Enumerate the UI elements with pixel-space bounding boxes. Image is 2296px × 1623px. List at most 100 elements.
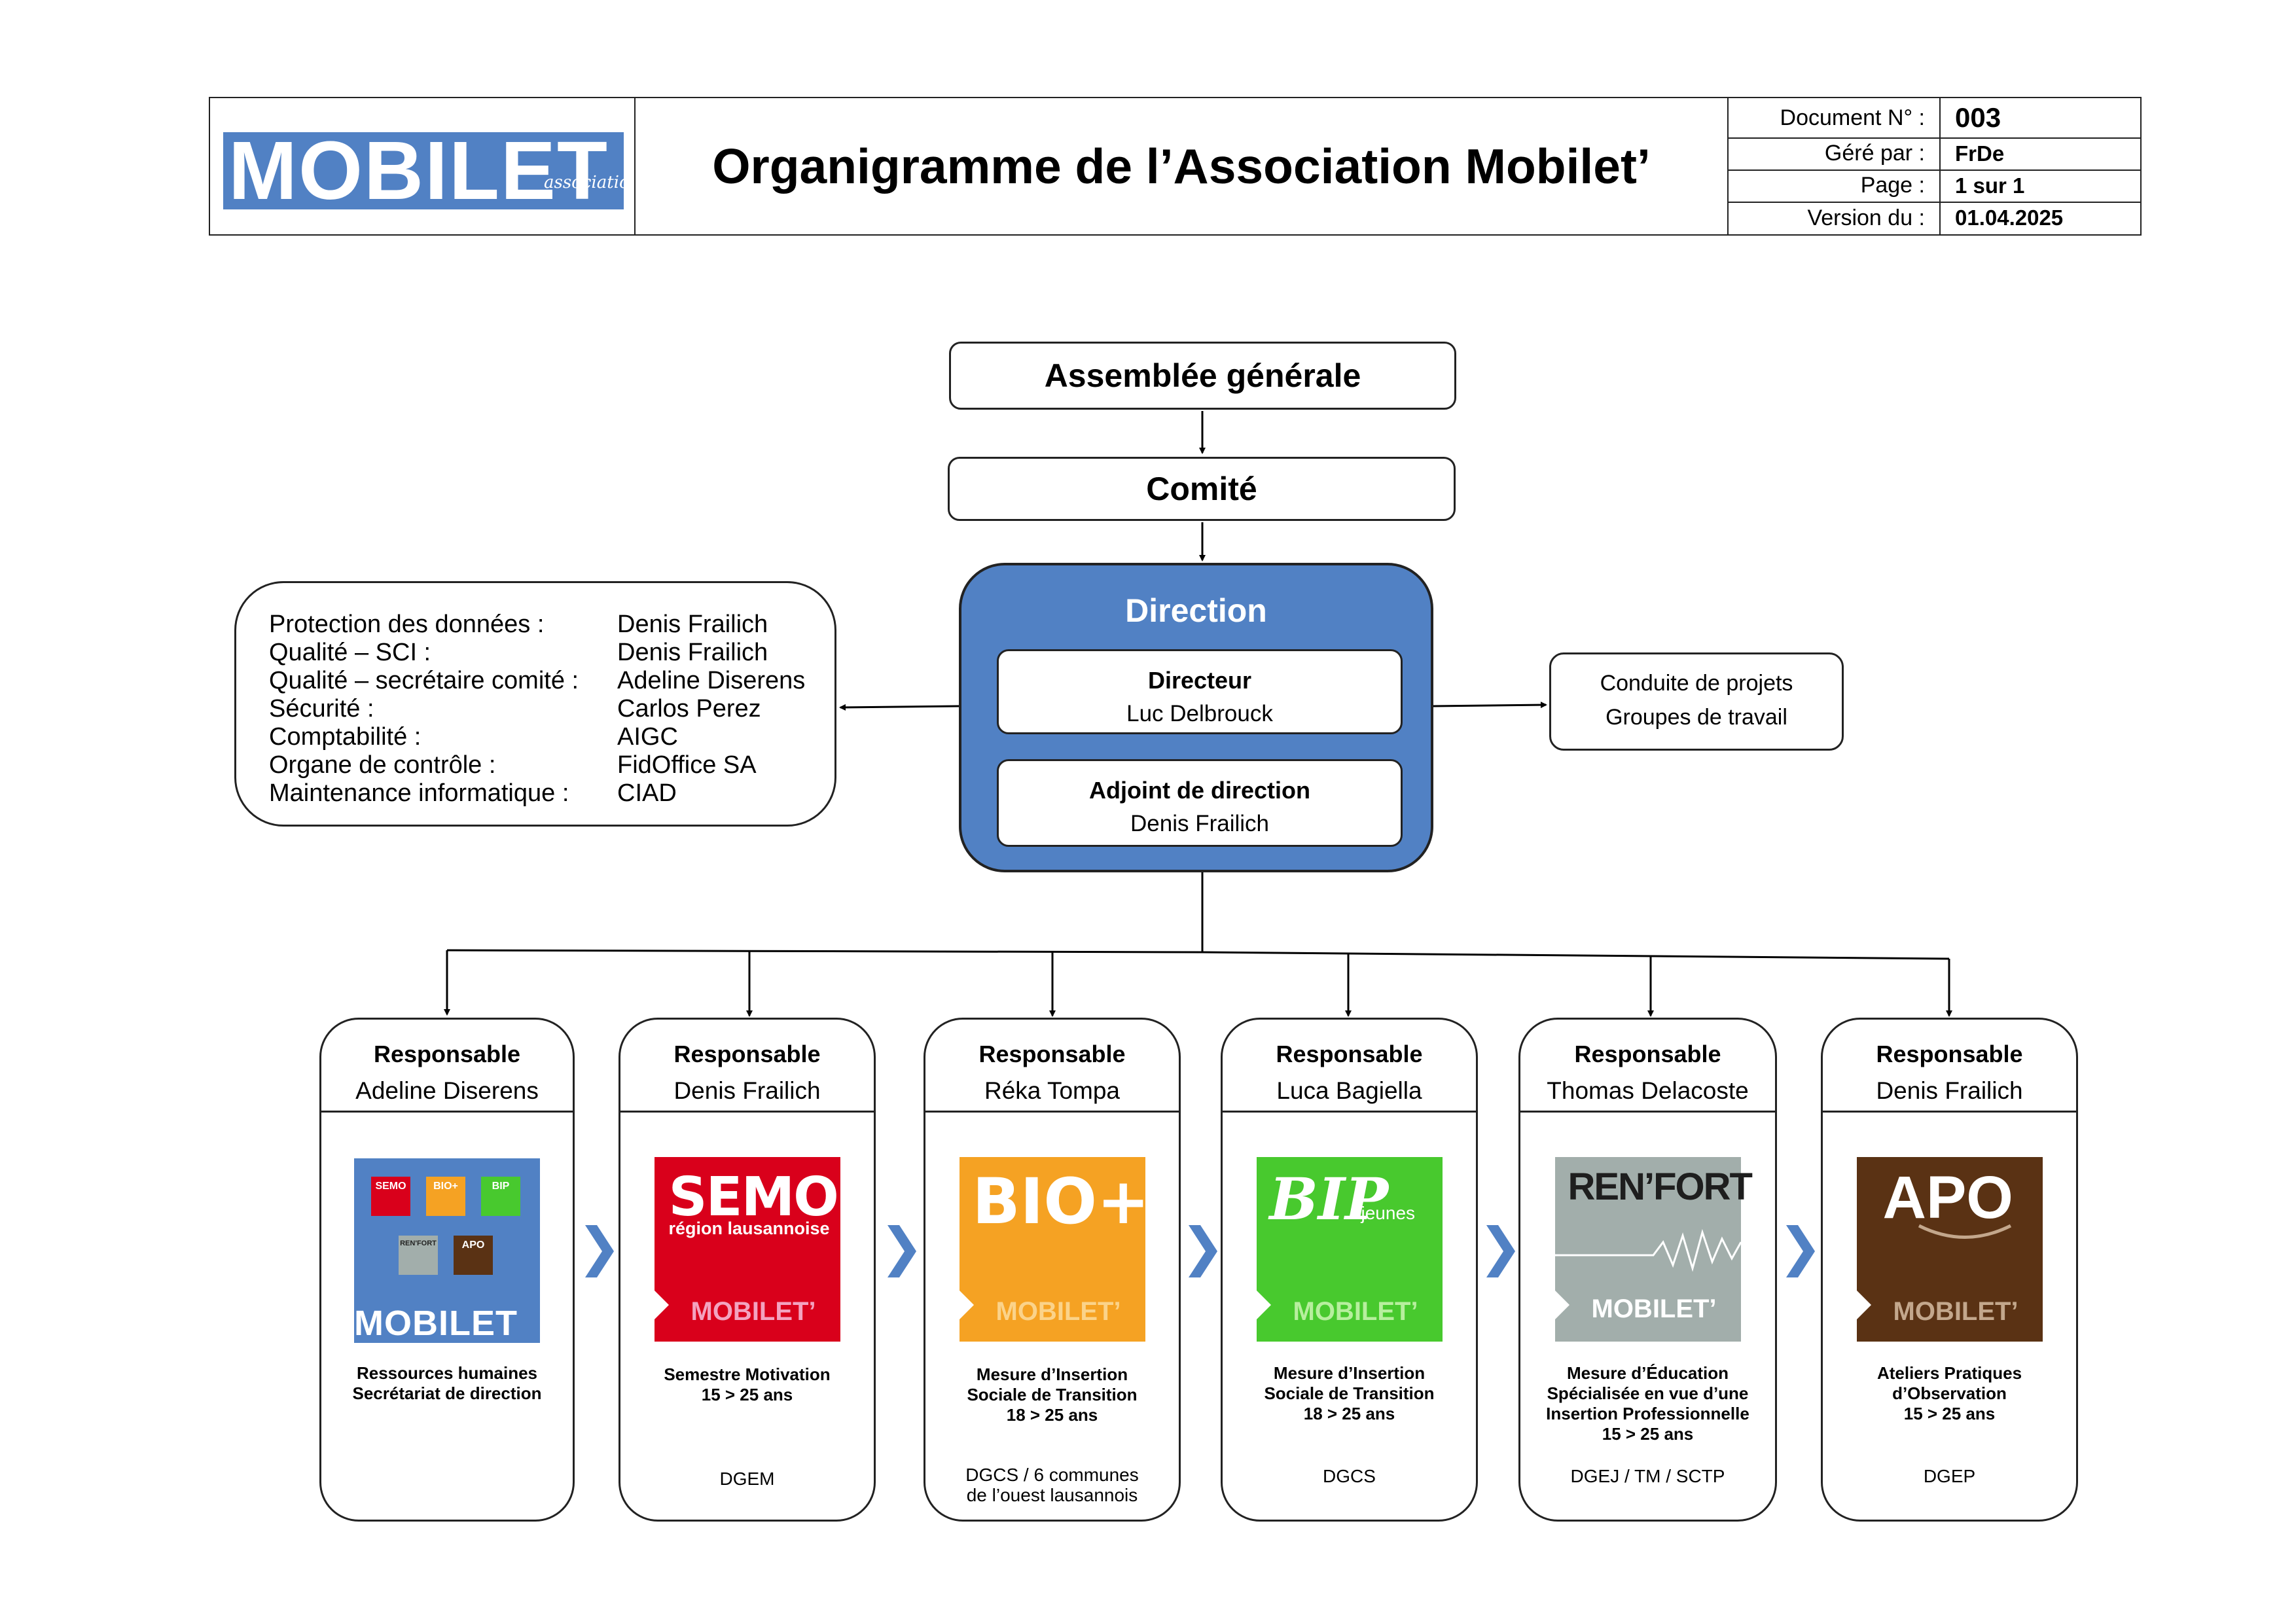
director-box: Directeur Luc Delbrouck <box>997 649 1403 734</box>
support-functions-box: Protection des données : Denis Frailich … <box>234 581 836 827</box>
renfort-logo: REN’FORT MOBILET’ <box>1554 1157 1753 1342</box>
mini-logo-semo: SEMO <box>371 1177 410 1216</box>
department-card-semo: Responsable Denis Frailich SEMO région l… <box>619 1018 876 1522</box>
chevron-right-icon <box>1486 1225 1515 1277</box>
arrow-direction-support <box>839 704 960 711</box>
director-name: Luc Delbrouck <box>1126 701 1273 726</box>
card-description: Ateliers Pratiques d’Observation 15 > 25… <box>1876 1363 2022 1423</box>
apo-logo: APO MOBILET’ <box>1856 1157 2043 1342</box>
card-funding: DGEM <box>719 1469 775 1489</box>
bip-logo: BIP jeunes MOBILET’ <box>1256 1157 1443 1342</box>
header-logo-cell: MOBILET association <box>210 98 636 234</box>
arrow-direction-projects <box>1433 702 1547 709</box>
card-role: Responsable <box>1876 1041 2023 1067</box>
card-person: Thomas Delacoste <box>1547 1077 1749 1104</box>
meta-label: Géré par : <box>1729 137 1941 169</box>
support-value: Adeline Diserens <box>617 667 806 694</box>
semo-brand: MOBILET’ <box>691 1297 816 1326</box>
direction-box: Direction Directeur Luc Delbrouck Adjoin… <box>959 563 1433 872</box>
support-label: Organe de contrôle : <box>269 751 496 779</box>
bip-logo-title: BIP <box>1269 1165 1389 1233</box>
support-value: Denis Frailich <box>617 611 768 638</box>
support-value: FidOffice SA <box>617 751 757 779</box>
line-horizontal-bus <box>446 949 1950 960</box>
support-label: Qualité – secrétaire comité : <box>269 667 579 694</box>
meta-label: Version du : <box>1729 202 1941 234</box>
document-header: MOBILET association Organigramme de l’As… <box>209 97 2142 236</box>
card-role: Responsable <box>1276 1041 1423 1067</box>
projects-line: Groupes de travail <box>1605 705 1787 730</box>
mobilet-logo-text: MOBILET <box>228 132 609 209</box>
chevron-right-icon <box>1786 1225 1815 1277</box>
committee-box: Comité <box>948 457 1456 521</box>
card-person: Adeline Diserens <box>355 1077 539 1104</box>
card-person: Luca Bagiella <box>1276 1077 1422 1104</box>
support-label: Comptabilité : <box>269 723 422 751</box>
mobilet-logo-subtext: association <box>544 173 624 192</box>
meta-value: 003 <box>1955 102 2001 133</box>
mini-logo-apo: APO <box>454 1236 493 1275</box>
chevron-right-icon <box>888 1225 916 1277</box>
card-funding: DGCS <box>1323 1466 1376 1486</box>
smile-icon <box>1918 1224 2011 1239</box>
support-value: CIAD <box>617 779 677 807</box>
deputy-title: Adjoint de direction <box>1089 777 1310 804</box>
mini-logo-bip: BIP <box>481 1177 520 1216</box>
support-label: Sécurité : <box>269 695 374 722</box>
brand-notch <box>654 1291 669 1319</box>
department-card-hr: Responsable Adeline Diserens SEMO BIO+ B… <box>319 1018 575 1522</box>
heartbeat-icon <box>1554 1228 1741 1272</box>
meta-value: 1 sur 1 <box>1955 173 2025 198</box>
card-person: Réka Tompa <box>984 1077 1121 1104</box>
deputy-name: Denis Frailich <box>1130 811 1269 836</box>
semo-logo-title: SEMO <box>668 1166 839 1228</box>
chevron-right-icon <box>1189 1225 1217 1277</box>
meta-row-document: Document N° : 003 <box>1729 98 2140 139</box>
support-value: Denis Frailich <box>617 639 768 666</box>
card-funding: DGCS / 6 communes de l’ouest lausannois <box>965 1465 1139 1505</box>
card-header: Responsable Réka Tompa <box>925 1020 1179 1113</box>
director-title: Directeur <box>1147 667 1252 694</box>
apo-logo-title: APO <box>1882 1164 2013 1231</box>
meta-label: Page : <box>1729 169 1941 202</box>
meta-row-version: Version du : 01.04.2025 <box>1729 202 2140 234</box>
card-role: Responsable <box>1574 1041 1721 1067</box>
card-funding: DGEJ / TM / SCTP <box>1570 1466 1725 1486</box>
card-header: Responsable Denis Frailich <box>620 1020 874 1113</box>
bip-brand: MOBILET’ <box>1293 1297 1418 1326</box>
direction-title: Direction <box>1125 592 1267 629</box>
apo-brand: MOBILET’ <box>1893 1297 2018 1326</box>
card-description: Semestre Motivation 15 > 25 ans <box>664 1364 831 1404</box>
card-description: Mesure d’Éducation Spécialisée en vue d’… <box>1546 1363 1749 1444</box>
semo-logo: SEMO région lausannoise MOBILET’ <box>654 1157 840 1342</box>
card-role: Responsable <box>673 1041 821 1067</box>
card-description: Ressources humaines Secrétariat de direc… <box>352 1363 542 1403</box>
mini-logo-renfort: REN'FORT <box>399 1236 438 1275</box>
support-label: Qualité – SCI : <box>269 639 431 666</box>
brand-notch <box>1856 1291 1871 1319</box>
support-label: Protection des données : <box>269 611 545 638</box>
support-value: Carlos Perez <box>617 695 761 722</box>
meta-row-managed-by: Géré par : FrDe <box>1729 137 2140 171</box>
department-card-renfort: Responsable Thomas Delacoste REN’FORT MO… <box>1518 1018 1777 1522</box>
page-title: Organigramme de l’Association Mobilet’ <box>636 98 1729 234</box>
mobilet-wordmark: MOBILET <box>354 1304 518 1343</box>
meta-value: FrDe <box>1955 141 2005 166</box>
renfort-logo-title: REN’FORT <box>1568 1166 1753 1208</box>
meta-value: 01.04.2025 <box>1955 205 2064 230</box>
support-label: Maintenance informatique : <box>269 779 569 807</box>
projects-box: Conduite de projets Groupes de travail <box>1549 652 1844 751</box>
meta-row-page: Page : 1 sur 1 <box>1729 169 2140 203</box>
mini-logo-bio: BIO+ <box>426 1177 465 1216</box>
meta-label: Document N° : <box>1729 98 1941 137</box>
card-header: Responsable Luca Bagiella <box>1223 1020 1476 1113</box>
renfort-brand: MOBILET’ <box>1591 1294 1717 1323</box>
department-card-bip: Responsable Luca Bagiella BIP jeunes MOB… <box>1221 1018 1478 1522</box>
department-card-apo: Responsable Denis Frailich APO MOBILET’ … <box>1821 1018 2078 1522</box>
bio-logo: BIO+ MOBILET’ <box>959 1157 1149 1342</box>
card-description: Mesure d’Insertion Sociale de Transition… <box>1264 1363 1435 1423</box>
brand-notch <box>959 1291 974 1319</box>
card-person: Denis Frailich <box>1876 1077 2023 1104</box>
bio-logo-title: BIO+ <box>972 1165 1150 1238</box>
